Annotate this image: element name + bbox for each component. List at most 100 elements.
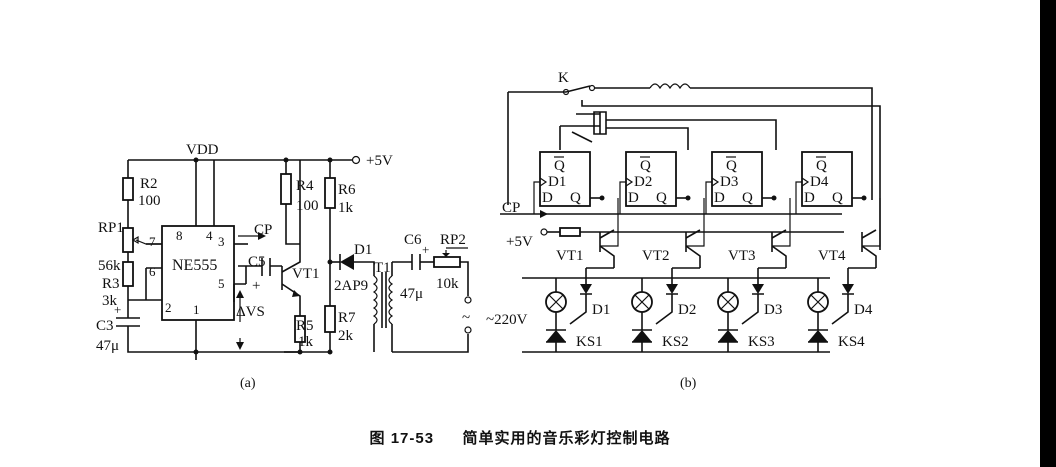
ne555-chip <box>161 225 235 321</box>
rp2-value: 10k <box>436 276 459 292</box>
r4-label: R4 <box>296 178 314 194</box>
rp1-label: RP1 <box>98 220 124 236</box>
ff-d-label: D <box>714 190 725 206</box>
figure-title: 简单实用的音乐彩灯控制电路 <box>462 430 671 447</box>
transistor-label: VT1 <box>556 248 584 264</box>
c5-label: C5 <box>248 254 266 270</box>
pin-3: 3 <box>218 234 225 249</box>
r2-value: 100 <box>138 193 161 209</box>
panel-a-circuit: VDD +5V R2 100 RP1 56k R3 3k C3 47μ + NE… <box>96 142 472 360</box>
diode-label: D4 <box>854 302 873 318</box>
r6-label: R6 <box>338 182 356 198</box>
ne555-label: NE555 <box>172 257 217 274</box>
rp2-label: RP2 <box>440 232 466 248</box>
vdd-label: VDD <box>186 142 219 158</box>
ff-qbar-label: Q <box>726 158 737 174</box>
r3-value: 3k <box>102 293 118 309</box>
r6-resistor <box>324 177 336 209</box>
transistor-label: VT4 <box>818 248 846 264</box>
switch-k-label: K <box>558 70 569 86</box>
r5-label: R5 <box>296 318 314 334</box>
thyristor-label: KS1 <box>576 334 603 350</box>
r4-value: 100 <box>296 198 319 214</box>
diode-label: D2 <box>678 302 696 318</box>
transistor-label: VT3 <box>728 248 756 264</box>
c3-label: C3 <box>96 318 114 334</box>
pin-5: 5 <box>218 276 225 291</box>
ff-name-label: D4 <box>810 174 829 190</box>
ff-q-label: Q <box>832 190 843 206</box>
r3-resistor <box>122 261 134 287</box>
cp-label-a: CP <box>254 222 272 238</box>
ff-qbar-label: Q <box>554 158 565 174</box>
transistor-label: VT2 <box>642 248 670 264</box>
supply-label-b: +5V <box>506 234 533 250</box>
pin-4: 4 <box>206 228 213 243</box>
c6-label: C6 <box>404 232 422 248</box>
r6-value: 1k <box>338 200 354 216</box>
diode-label: D3 <box>764 302 782 318</box>
thyristor-label: KS2 <box>662 334 689 350</box>
t1-label: T1 <box>374 260 391 276</box>
r7-value: 2k <box>338 328 354 344</box>
page-edge-border <box>1040 0 1056 467</box>
pin-8: 8 <box>176 228 183 243</box>
rp1-value: 56k <box>98 258 121 274</box>
r2-resistor <box>122 177 134 201</box>
d1-type: 2AP9 <box>334 278 368 294</box>
audio-input-symbol: ~ <box>462 310 470 326</box>
pin-7: 7 <box>149 234 156 249</box>
ff-name-label: D3 <box>720 174 738 190</box>
panel-b-label: (b) <box>680 376 697 391</box>
rp1-potentiometer <box>122 227 134 253</box>
pin-6: 6 <box>149 264 156 279</box>
thyristor-label: KS4 <box>838 334 865 350</box>
c6-value: 47μ <box>400 286 423 302</box>
ff-q-label: Q <box>656 190 667 206</box>
ff-name-label: D1 <box>548 174 566 190</box>
r7-resistor <box>324 305 336 333</box>
ac-supply-label: ~220V <box>486 312 528 328</box>
c3-plus: + <box>114 302 121 317</box>
ff-qbar-label: Q <box>816 158 827 174</box>
r7-label: R7 <box>338 310 356 326</box>
delta-vs-label: ΔVS <box>236 304 265 320</box>
r2-label: R2 <box>140 176 158 192</box>
pin-1: 1 <box>193 302 200 317</box>
thyristor-label: KS3 <box>748 334 775 350</box>
d1-label-a: D1 <box>354 242 372 258</box>
r5-value: 1k <box>298 334 314 350</box>
c6-plus: + <box>422 242 429 257</box>
ff-qbar-label: Q <box>640 158 651 174</box>
cp-label-b: CP <box>502 200 520 216</box>
ff-q-label: Q <box>570 190 581 206</box>
ff-d-label: D <box>628 190 639 206</box>
c3-value: 47μ <box>96 338 119 354</box>
diode-label: D1 <box>592 302 610 318</box>
r4-resistor <box>280 173 292 205</box>
ff-d-label: D <box>804 190 815 206</box>
ff-d-label: D <box>542 190 553 206</box>
figure-number: 图 17-53 <box>369 430 435 447</box>
figure-caption: 图 17-53 简单实用的音乐彩灯控制电路 <box>0 427 1040 448</box>
panel-a-label: (a) <box>240 376 256 391</box>
c5-plus: + <box>252 278 260 294</box>
vt1-label: VT1 <box>292 266 320 282</box>
rp2-potentiometer <box>433 256 461 268</box>
supply-label-a: +5V <box>366 153 393 169</box>
ff-name-label: D2 <box>634 174 652 190</box>
ff-q-label: Q <box>742 190 753 206</box>
r3-label: R3 <box>102 276 120 292</box>
pin-2: 2 <box>165 300 172 315</box>
